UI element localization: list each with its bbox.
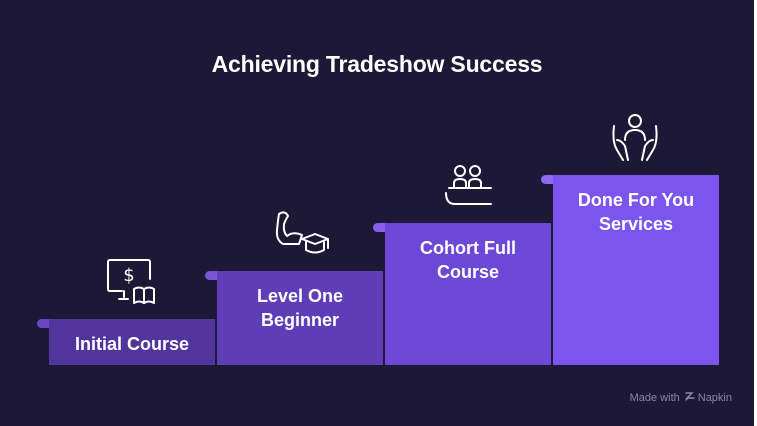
monitor-book-icon: $ [106,257,158,305]
arm-graduation-cap-icon [275,210,329,258]
group-table-icon [443,164,495,208]
diagram-title: Achieving Tradeshow Success [211,51,543,77]
step-2-block: Level One Beginner [217,271,383,365]
step-4-block: Done For You Services [553,175,719,365]
step-3-block: Cohort Full Course [385,223,551,365]
step-1-block: Initial Course [49,319,215,365]
svg-text:$: $ [123,265,134,286]
step-2-label: Level One Beginner [256,286,344,330]
step-1-label: Initial Course [74,334,190,354]
footer-prefix: Made with [629,391,680,404]
hands-person-icon [611,114,663,164]
footer-attribution: Made with Napkin [630,391,732,404]
footer-brand: Napkin [685,391,732,404]
footer-brand-name: Napkin [697,391,732,404]
napkin-logo-icon [685,391,695,404]
step-3-label: Cohort Full Course [420,238,516,282]
step-4-label: Done For You Services [577,190,695,234]
